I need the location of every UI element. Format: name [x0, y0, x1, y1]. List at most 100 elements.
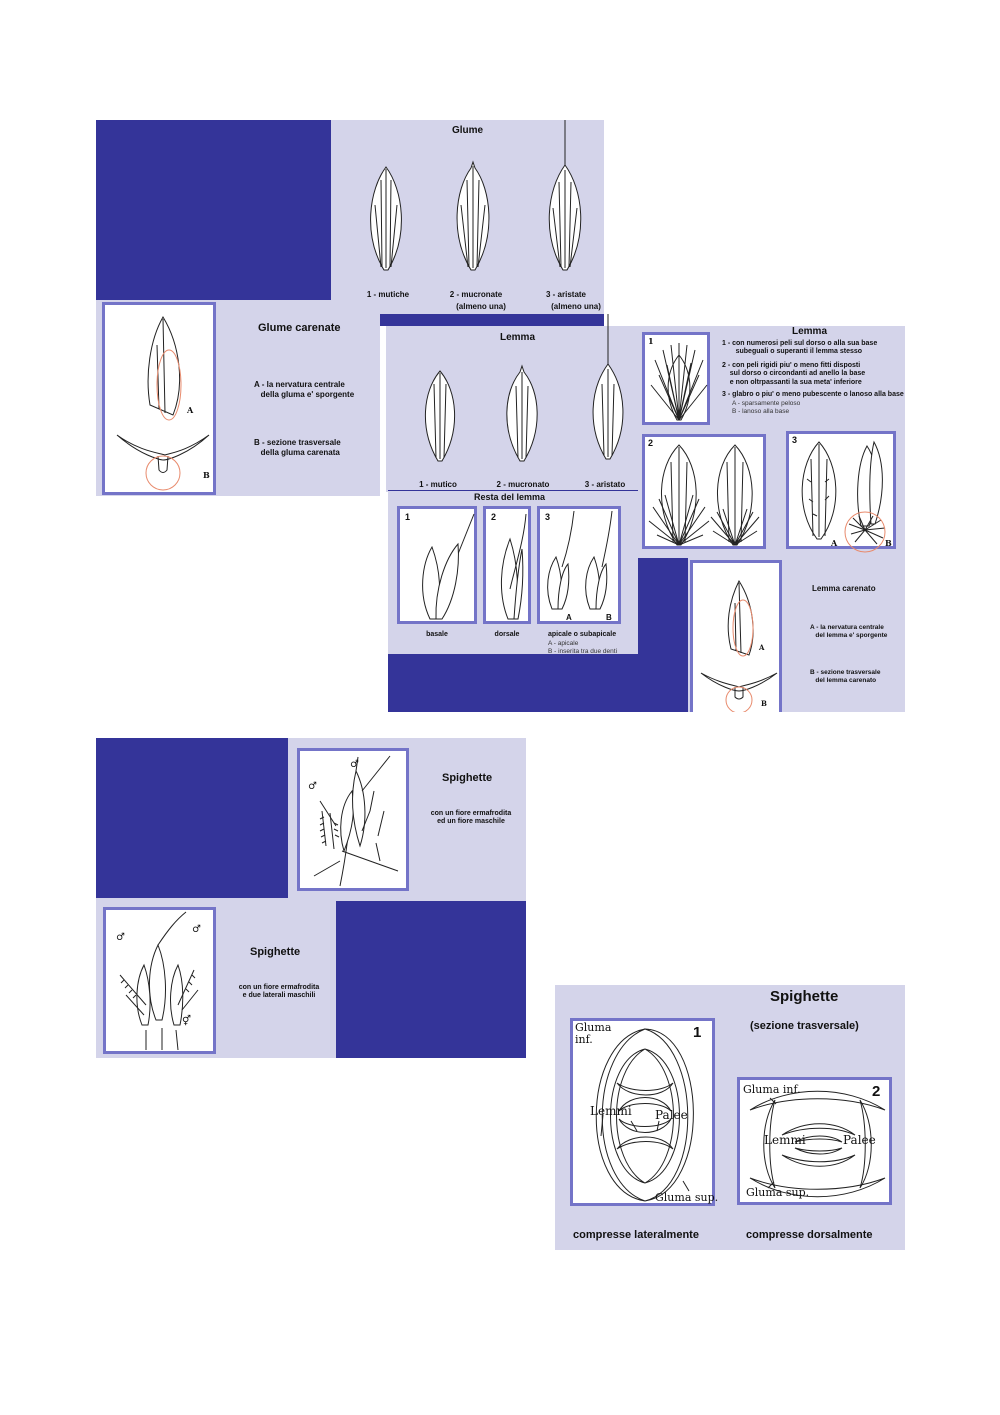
- lemma-hair-frame-1: 1: [642, 332, 710, 425]
- lemma-hair-2-drawing: [648, 444, 760, 546]
- spighette-1-drawing: [313, 755, 399, 887]
- male-symbol-1: ♂: [308, 781, 317, 792]
- glume-sublabel-2: (almeno una): [456, 302, 506, 311]
- glume-carenate-frame: A B: [102, 302, 216, 495]
- lemma-mucronato-drawing: [506, 364, 538, 462]
- resta-basale-drawing: [422, 513, 475, 620]
- glume-letter-a: A: [187, 405, 194, 415]
- spighette-frame-2: ♂ ♂ ⚥: [103, 907, 216, 1054]
- resta-number-1: 1: [405, 512, 411, 522]
- lemma-hair-sub: A - sparsamente peloso B - lanoso alla b…: [732, 400, 801, 416]
- spighette-title-1: Spighette: [442, 772, 493, 784]
- glume-carenate-drawing: [116, 316, 210, 491]
- carenato-letter-b: B: [761, 699, 767, 708]
- hair-number-1: 1: [648, 336, 654, 346]
- lemma-hair-item-1: 1 - con numerosi peli sul dorso o alla s…: [722, 340, 878, 356]
- sezione-2-gluma-inf: Gluma inf.: [743, 1083, 801, 1096]
- sezione-1-gluma-inf: Gluma inf.: [575, 1021, 612, 1047]
- spighette-title-2: Spighette: [250, 946, 301, 958]
- sezione-number-1: 1: [693, 1024, 702, 1041]
- glume-label-3: 3 - aristate: [545, 290, 587, 299]
- resta-dorsale-drawing: [501, 513, 527, 620]
- sezione-caption-2: compresse dorsalmente: [746, 1229, 873, 1241]
- lemma-carenato-frame: A B: [690, 560, 782, 712]
- resta-apicale-drawing: [547, 510, 613, 610]
- resta-title: Resta del lemma: [474, 492, 546, 502]
- glume-carenate-b: B - sezione trasversale della gluma care…: [254, 438, 341, 457]
- glume-carenate-title: Glume carenate: [258, 322, 341, 334]
- resta-label-basale: basale: [426, 631, 448, 638]
- lemma-carenato-title: Lemma carenato: [812, 584, 876, 593]
- lemma-panel: Lemma 1 - mutico 2 - mucronato 3 - arist…: [380, 314, 905, 712]
- sezione-2-drawing: [749, 1090, 886, 1198]
- glume-label-1: 1 - mutiche: [366, 290, 410, 299]
- resta-divider: [388, 490, 638, 491]
- sezione-1-gluma-sup: Gluma sup.: [655, 1191, 719, 1204]
- resta-sub: A - apicale B - inserita tra due denti: [548, 640, 618, 656]
- spighette-frame-1: ♂ ♂: [297, 748, 409, 891]
- sezione-title: Spighette: [770, 988, 839, 1005]
- sezione-frame-1: 1 Gluma inf. Lemmi Palee Gluma sup.: [570, 1018, 719, 1206]
- lemma-label-3: 3 - aristato: [584, 480, 626, 489]
- male-symbol-4: ♂: [192, 924, 201, 935]
- lemma-title: Lemma: [500, 332, 536, 343]
- sezione-1-palee: Palee: [655, 1108, 688, 1122]
- glume-mutiche-drawing: [370, 166, 402, 271]
- glume-aristate-drawing: [548, 120, 582, 271]
- sezione-frame-2: 2 Gluma inf. Lemmi Palee Gluma sup.: [737, 1077, 892, 1205]
- herm-symbol: ⚥: [182, 1016, 192, 1027]
- glume-panel: Glume 1 - mutiche 2 - mucronate (almeno …: [96, 120, 604, 496]
- glume-sublabel-3: (almeno una): [551, 302, 601, 311]
- resta-label-apicale: apicale o subapicale: [548, 631, 617, 638]
- sezione-caption-1: compresse lateralmente: [573, 1229, 699, 1241]
- lemma-hair-1-drawing: [650, 343, 708, 421]
- resta-label-dorsale: dorsale: [494, 631, 520, 638]
- resta-letter-b: B: [606, 613, 612, 622]
- glume-carenate-a: A - la nervatura centrale della gluma e'…: [254, 380, 355, 399]
- sezione-number-2: 2: [872, 1083, 881, 1100]
- spighette-text-1: con un fiore ermafrodita ed un fiore mas…: [430, 810, 512, 826]
- lemma-label-1: 1 - mutico: [419, 480, 457, 489]
- resta-number-2: 2: [491, 512, 497, 522]
- glume-title: Glume: [452, 125, 484, 136]
- glume-letter-b: B: [203, 470, 210, 480]
- resta-number-3: 3: [545, 512, 551, 522]
- resta-letter-a: A: [566, 613, 572, 622]
- resta-apicale-frame: 3 A B: [537, 506, 621, 624]
- lemma-label-2: 2 - mucronato: [496, 480, 550, 489]
- carenato-letter-a: A: [759, 643, 765, 652]
- sezione-1-lemmi: Lemmi: [590, 1104, 632, 1118]
- sezione-1-drawing: [595, 1028, 694, 1202]
- glume-mucronate-drawing: [456, 160, 490, 271]
- spighette-text-2: con un fiore ermafrodita e due laterali …: [238, 984, 320, 1000]
- spighette-2-drawing: [119, 911, 199, 1051]
- lemma-hair-3-drawing: [801, 440, 886, 553]
- sezione-2-palee: Palee: [843, 1133, 876, 1147]
- resta-basale-frame: 1: [397, 506, 477, 624]
- lemma-hair-item-3: 3 - glabro o piu' o meno pubescente o la…: [722, 391, 904, 398]
- male-symbol-2: ♂: [350, 759, 359, 770]
- lemma-aristato-drawing: [592, 314, 624, 460]
- spighette-navy-bottom: [336, 901, 526, 1058]
- sezione-2-lemmi: Lemmi: [764, 1133, 806, 1147]
- lemma-hair-item-2: 2 - con peli rigidi piu' o meno fitti di…: [722, 362, 866, 386]
- spighette-panel: ♂ ♂ Spighette con un fiore ermafrodita e…: [96, 738, 526, 1058]
- lemma-hair-title: Lemma: [792, 326, 828, 337]
- lemma-hair-frame-2: 2: [642, 434, 766, 549]
- sezione-subtitle: (sezione trasversale): [750, 1020, 859, 1032]
- glume-label-2: 2 - mucronate: [449, 290, 503, 299]
- lemma-carenato-drawing: [700, 579, 778, 712]
- lemma-hair-frame-3: 3 A B: [786, 431, 896, 553]
- navy-block: [96, 120, 331, 300]
- sezione-panel: Spighette (sezione trasversale) 1 Gluma …: [555, 985, 905, 1250]
- hair-letter-a: A: [831, 538, 838, 548]
- hair-number-2: 2: [648, 438, 654, 448]
- lemma-carenato-a: A - la nervatura centrale del lemma e' s…: [810, 624, 888, 639]
- lemma-navy-top: [380, 314, 604, 326]
- male-symbol-3: ♂: [116, 932, 125, 943]
- hair-letter-b: B: [885, 538, 892, 548]
- hair-number-3: 3: [792, 435, 798, 445]
- sezione-2-gluma-sup: Gluma sup.: [746, 1186, 810, 1199]
- lemma-mutico-drawing: [424, 370, 456, 462]
- resta-dorsale-frame: 2: [483, 506, 531, 624]
